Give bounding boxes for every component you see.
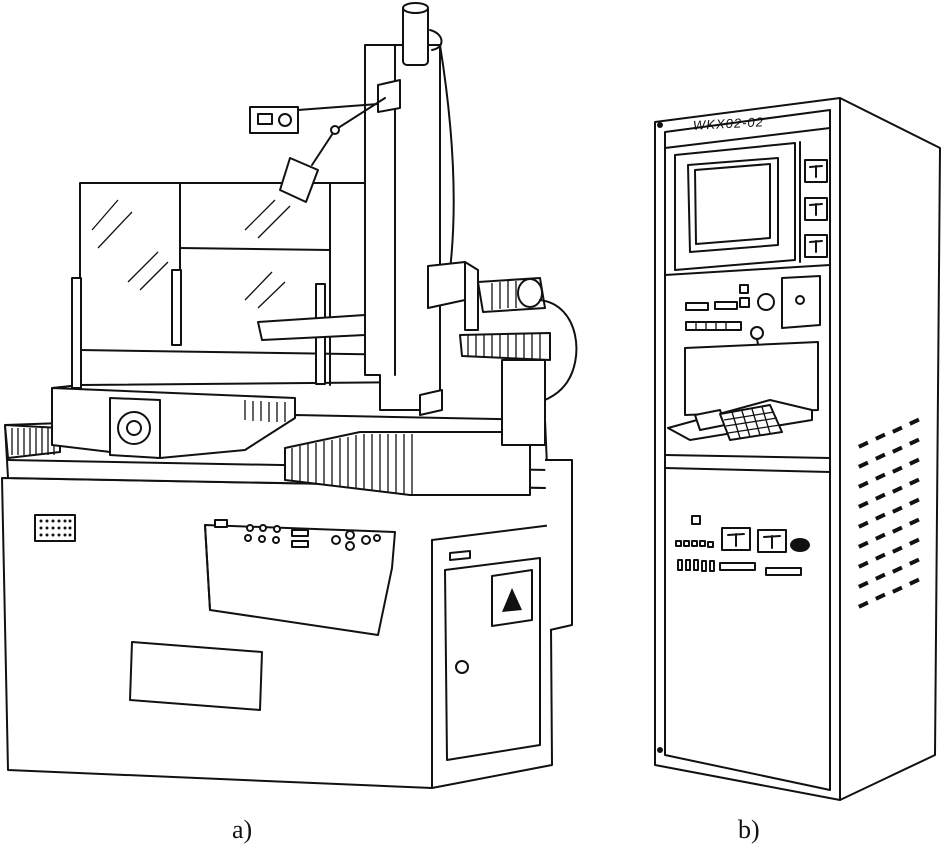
control-cabinet — [654, 97, 941, 801]
work-lamp — [279, 157, 319, 203]
caption-a: a) — [232, 815, 253, 844]
lower-wire-guide — [257, 314, 366, 341]
edm-machine — [1, 2, 578, 789]
machine-column — [364, 44, 441, 411]
cabinet-side — [839, 97, 941, 801]
key-switch — [757, 293, 775, 311]
side-vents — [857, 417, 920, 609]
name-plate — [129, 641, 263, 711]
table-bellows — [284, 431, 531, 496]
caption-b: b) — [738, 815, 760, 844]
keyboard-alcove — [684, 341, 819, 416]
